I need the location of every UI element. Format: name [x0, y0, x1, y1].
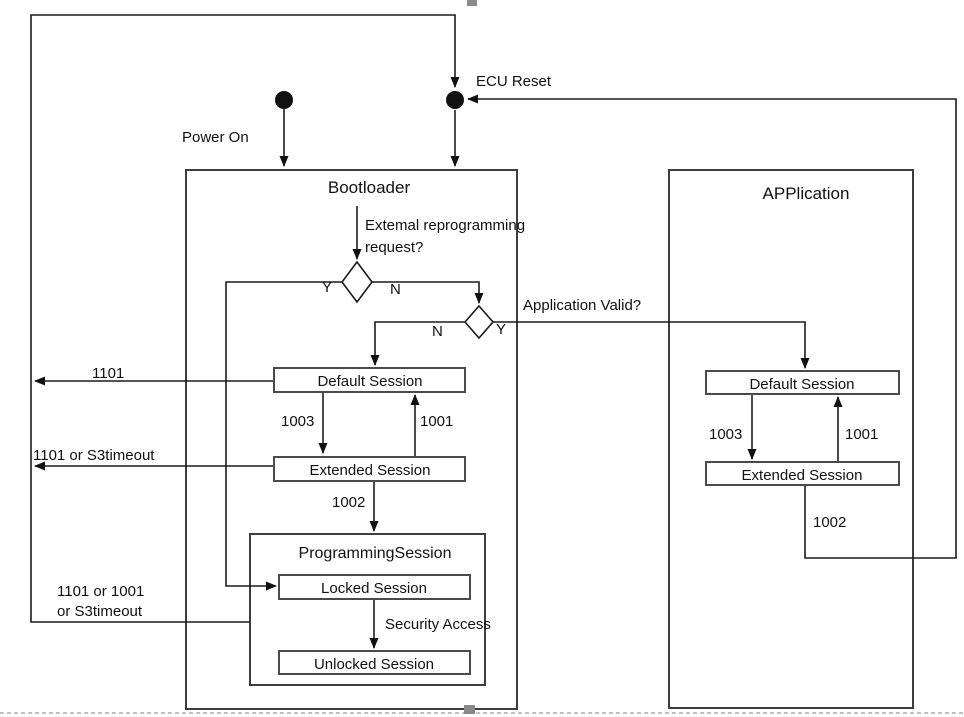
security-access-label: Security Access — [385, 616, 491, 633]
edge-app-extended-to-ecu-reset — [467, 94, 957, 559]
bl-1001-label: 1001 — [420, 413, 453, 430]
app-1001-label: 1001 — [845, 426, 878, 443]
reprog-yes-label: Y — [322, 279, 332, 296]
bl-1101-s3timeout-label: 1101 or S3timeout — [33, 447, 155, 464]
programming-session-container — [249, 533, 486, 686]
bl-1101-label: 1101 — [92, 365, 124, 382]
slide-resize-handle-bottom[interactable] — [464, 705, 475, 714]
unlocked-session-state — [278, 650, 471, 675]
app-valid-yes-label: Y — [496, 321, 506, 338]
bl-1002-label: 1002 — [332, 494, 365, 511]
locked-session-state — [278, 574, 471, 600]
app-default-session-label: Default Session — [749, 376, 854, 393]
bl-extended-session-label: Extended Session — [310, 462, 431, 479]
app-valid-question: Application Valid? — [523, 297, 641, 314]
app-extended-session-label: Extended Session — [742, 467, 863, 484]
bl-default-session-label: Default Session — [317, 373, 422, 390]
app-default-session-state — [705, 370, 900, 395]
bootloader-container — [185, 169, 518, 710]
ecu-reset-initial-node — [446, 91, 464, 109]
programming-exit-label-line1: 1101 or 1001 — [57, 583, 144, 600]
bootloader-title: Bootloader — [328, 178, 411, 197]
edge-programming-to-reset-loop — [30, 14, 460, 623]
app-valid-decision-diamond — [463, 304, 495, 340]
edge-reprog-no-to-app-valid — [372, 281, 484, 304]
bl-default-session-state — [273, 367, 466, 393]
edge-app-valid-no-to-bl-default — [370, 321, 465, 366]
slide-resize-handle-top[interactable] — [467, 0, 477, 6]
reprog-decision-diamond — [341, 260, 373, 304]
reprog-no-label: N — [390, 281, 401, 298]
app-1003-label: 1003 — [709, 426, 742, 443]
power-on-label: Power On — [182, 129, 249, 146]
ecu-reset-label: ECU Reset — [476, 73, 552, 90]
unlocked-session-label: Unlocked Session — [314, 656, 434, 673]
application-title: APPlication — [763, 184, 850, 203]
locked-session-label: Locked Session — [321, 580, 427, 597]
edge-reprog-yes-to-locked — [225, 281, 342, 591]
power-on-initial-node — [275, 91, 293, 109]
bl-extended-session-state — [273, 456, 466, 482]
reprog-question-line1: Extemal reprogramming — [365, 217, 525, 234]
bl-1003-label: 1003 — [281, 413, 314, 430]
app-extended-session-state — [705, 461, 900, 486]
application-container — [668, 169, 914, 709]
app-1002-label: 1002 — [813, 514, 846, 531]
programming-exit-label-line2: or S3timeout — [57, 603, 143, 620]
reprog-question-line2: request? — [365, 239, 423, 256]
edge-app-valid-yes-to-app-default — [493, 321, 810, 369]
app-valid-no-label: N — [432, 323, 443, 340]
programming-session-title: ProgrammingSession — [299, 545, 452, 562]
